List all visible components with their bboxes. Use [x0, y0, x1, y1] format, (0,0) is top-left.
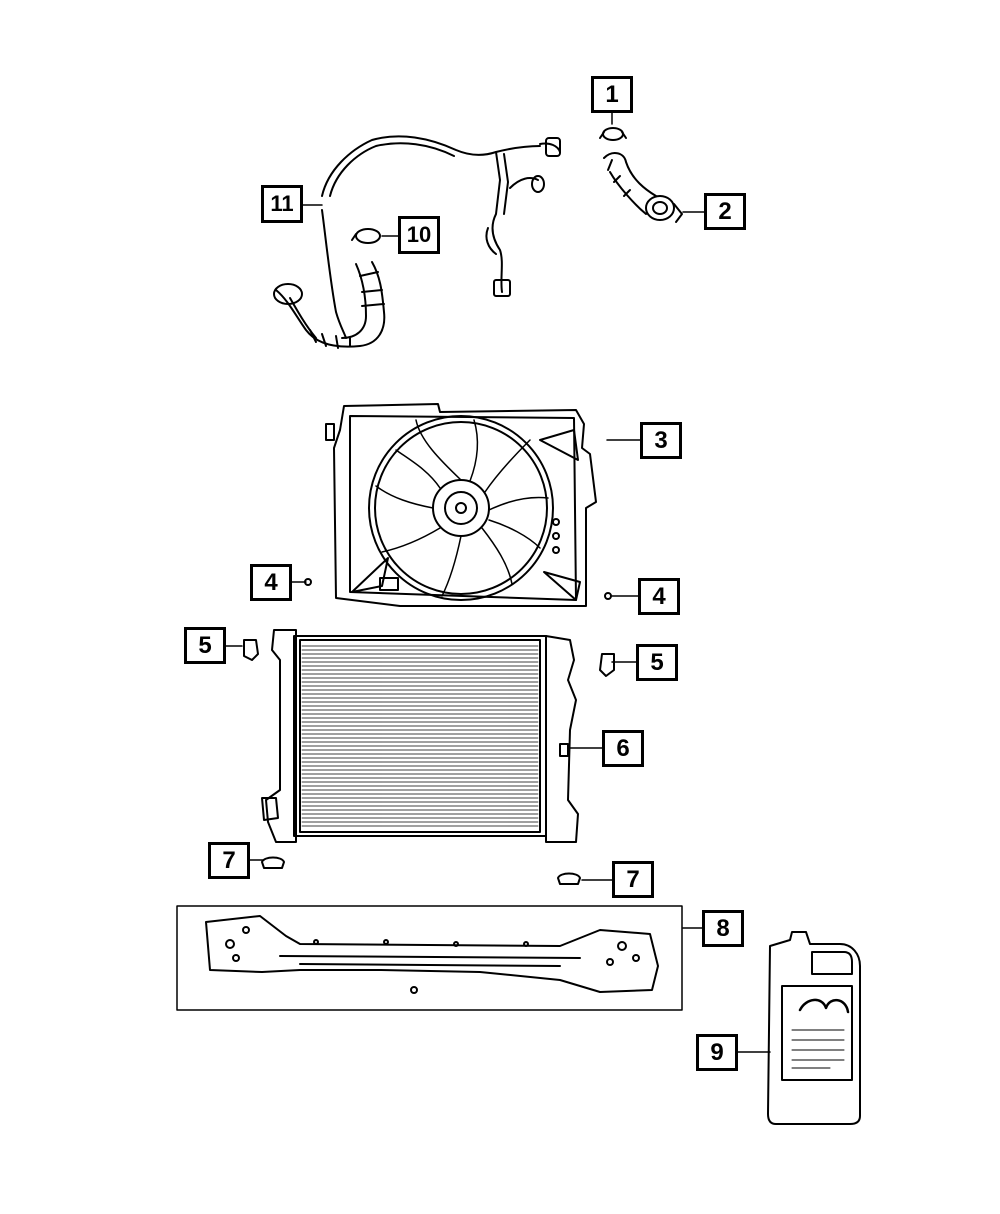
part-11-hose-assembly [273, 135, 561, 349]
callout-5-left: 5 [184, 627, 226, 664]
part-1-hose-clamp [599, 127, 627, 141]
part-8-support [176, 905, 683, 1011]
callout-5-right: 5 [636, 644, 678, 681]
part-10-hose-clamp [351, 228, 381, 244]
callout-2: 2 [704, 193, 746, 230]
part-3-fan-shroud [325, 403, 597, 607]
part-4-fasteners [304, 578, 612, 600]
callout-4-left: 4 [250, 564, 292, 601]
part-7-grommets [261, 856, 581, 885]
callout-6: 6 [602, 730, 644, 767]
callout-7-right: 7 [612, 861, 654, 898]
callout-7-left: 7 [208, 842, 250, 879]
leader-lines [225, 112, 771, 1053]
callout-11: 11 [261, 185, 303, 223]
callout-3: 3 [640, 422, 682, 459]
part-2-radiator-hose [603, 152, 683, 223]
callout-1: 1 [591, 76, 633, 113]
callout-10: 10 [398, 216, 440, 254]
callout-4-right: 4 [638, 578, 680, 615]
part-9-coolant-jug [767, 931, 861, 1125]
part-5-brackets [243, 639, 615, 677]
callout-8: 8 [702, 910, 744, 947]
part-6-radiator [261, 629, 579, 843]
callout-9: 9 [696, 1034, 738, 1071]
